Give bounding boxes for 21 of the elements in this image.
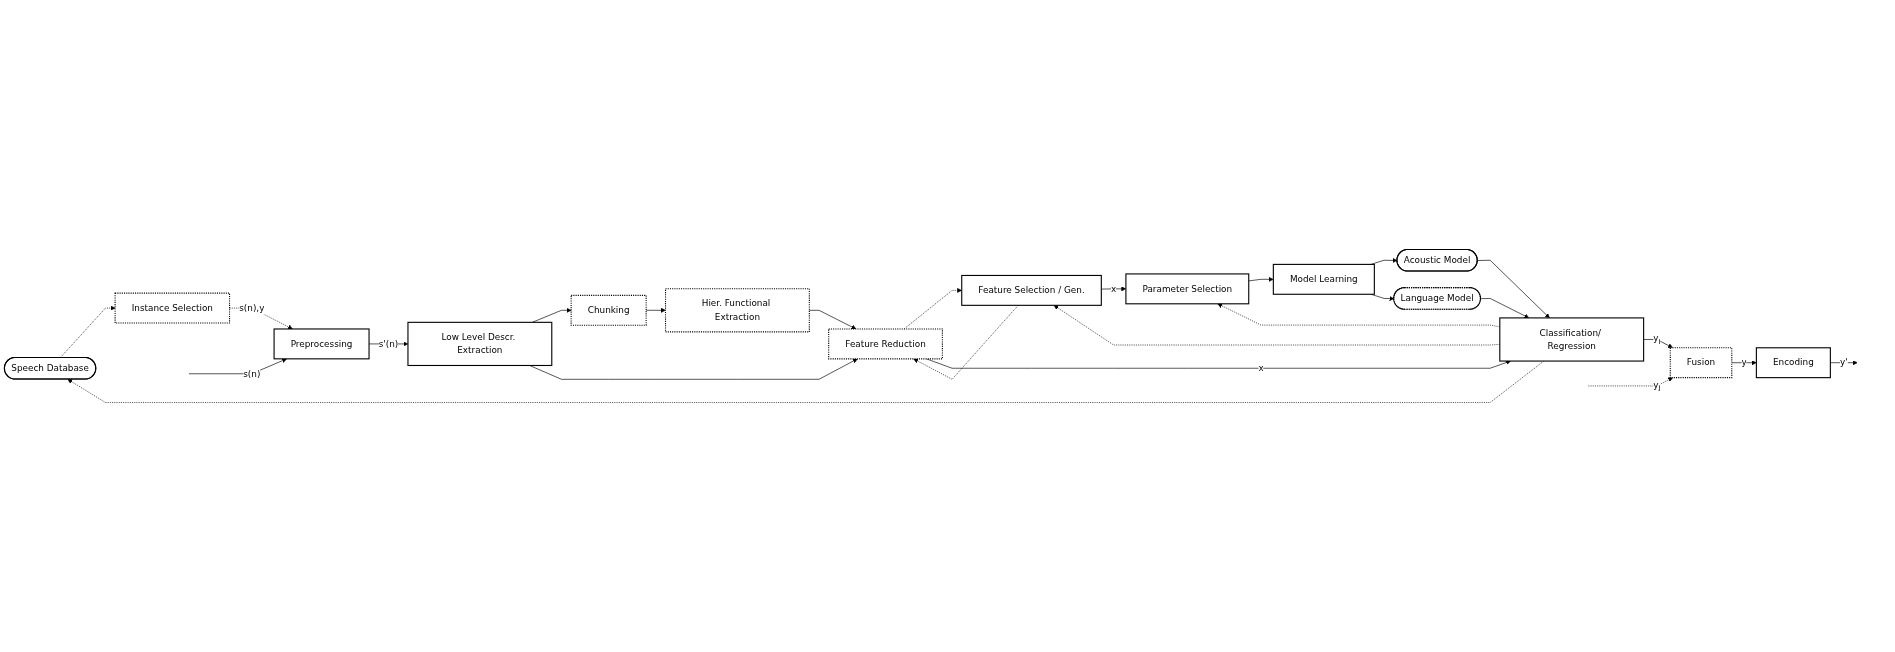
node-box: Chunking bbox=[570, 294, 647, 326]
node-box: Feature Reduction bbox=[828, 328, 943, 360]
edge-label: y' bbox=[1840, 357, 1848, 368]
node-box: Feature Selection / Gen. bbox=[961, 274, 1102, 306]
edge-label: y bbox=[1741, 357, 1747, 368]
edge-label: s(n),y bbox=[239, 302, 265, 314]
node-box: Hier. Functional Extraction bbox=[664, 288, 810, 333]
node-box: Encoding bbox=[1755, 347, 1831, 379]
edge-label: x bbox=[1110, 283, 1117, 294]
node-box: Classification/ Regression bbox=[1499, 317, 1645, 362]
node-box: Instance Selection bbox=[114, 292, 231, 324]
edge-label: y$_{j}$ bbox=[1653, 379, 1661, 392]
node-box: Low Level Descr. Extraction bbox=[407, 321, 553, 367]
node-box: Fusion bbox=[1669, 347, 1733, 379]
node-box: Preprocessing bbox=[273, 328, 370, 360]
edge-label: s'(n) bbox=[378, 338, 399, 349]
edge-label: s(n) bbox=[243, 368, 261, 379]
node-box: Model Learning bbox=[1272, 263, 1375, 295]
edge-label: x bbox=[1258, 362, 1264, 374]
node-box: Parameter Selection bbox=[1125, 273, 1250, 305]
edge-label: y$_{i}$ bbox=[1653, 333, 1661, 346]
